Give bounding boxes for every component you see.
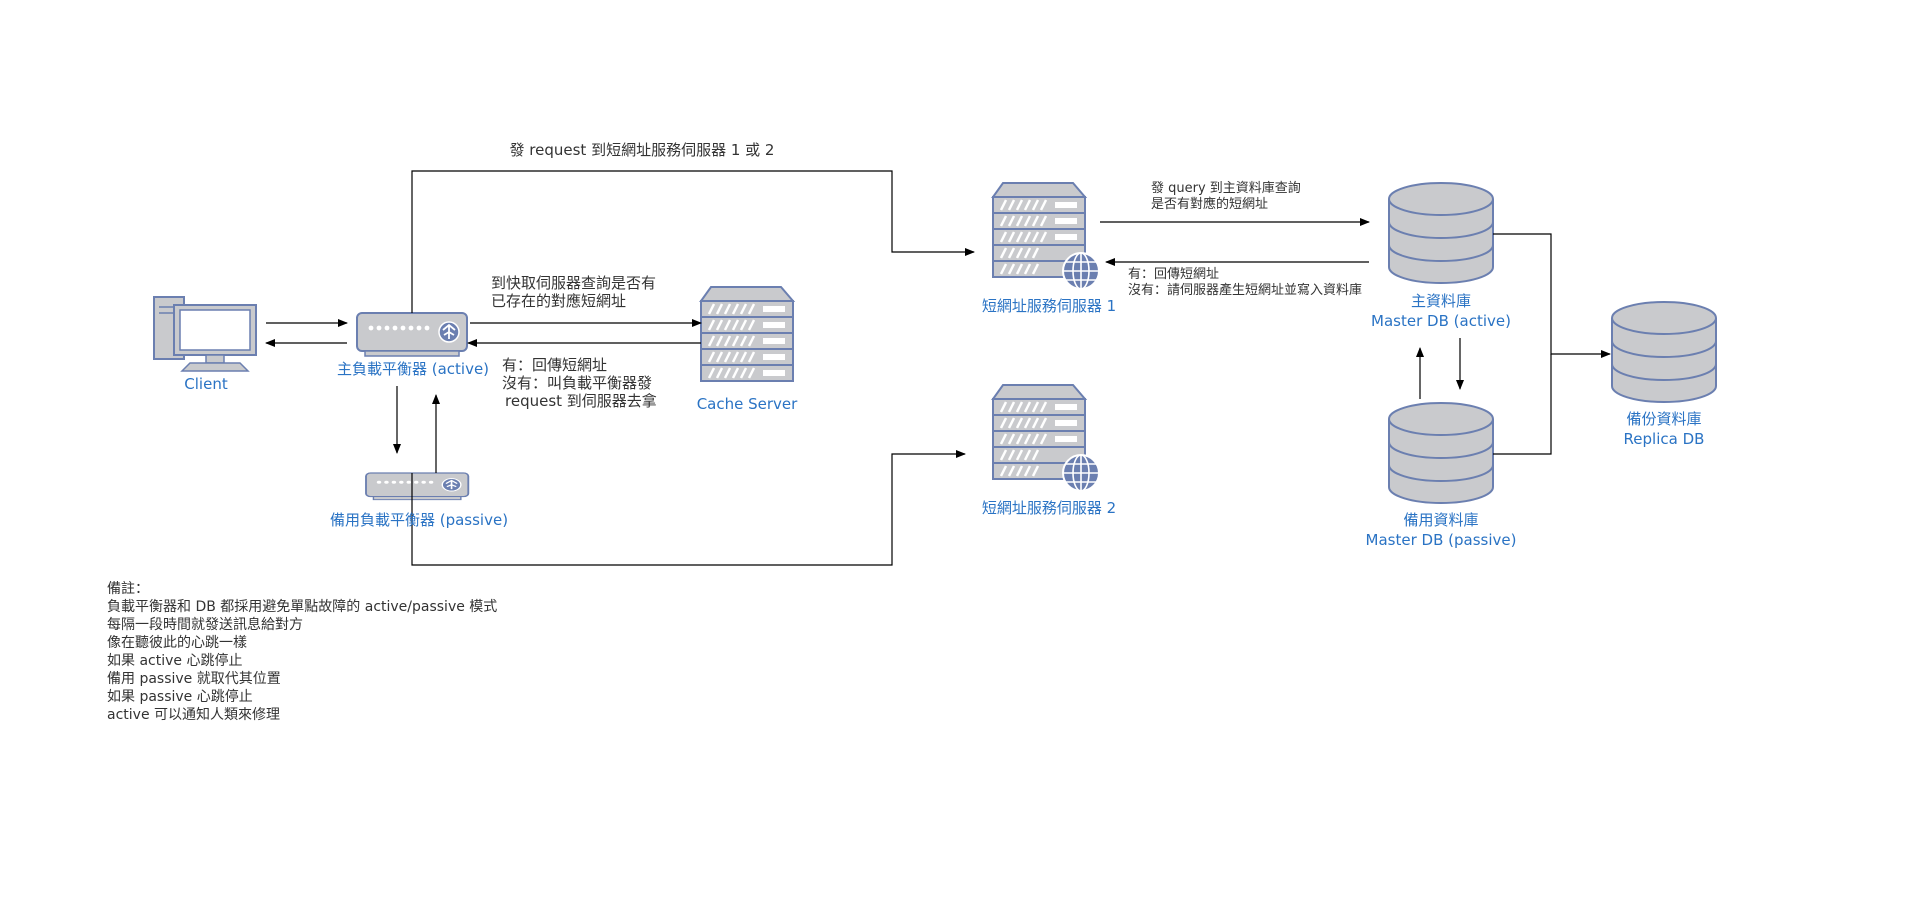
edge-request-server1 — [411, 170, 975, 313]
client-label: Client — [184, 375, 228, 393]
query-db-label-1: 發 query 到主資料庫查詢 — [1151, 181, 1301, 196]
database-icon — [1611, 301, 1717, 403]
main-db-label-en: Master DB (active) — [1371, 312, 1511, 330]
computer-icon — [153, 296, 257, 372]
cache-reply-label-2: 沒有：叫負載平衡器發 — [502, 374, 653, 392]
main-db-label-zh: 主資料庫 — [1410, 292, 1472, 310]
note-line: 像在聽彼此的心跳一樣 — [107, 635, 247, 651]
request-servers-label: 發 request 到短網址服務伺服器 1 或 2 — [509, 141, 775, 159]
backup-db-label-zh: 備用資料庫 — [1403, 511, 1479, 529]
database-icon — [1388, 402, 1494, 504]
main-load-balancer-label: 主負載平衡器 (active) — [336, 360, 490, 378]
web-server-icon — [991, 181, 1101, 291]
note-line: active 可以通知人類來修理 — [107, 707, 281, 723]
note-line: 如果 passive 心跳停止 — [107, 689, 253, 705]
server2-label: 短網址服務伺服器 2 — [981, 499, 1117, 517]
db-reply-label-1: 有：回傳短網址 — [1128, 267, 1220, 282]
note-line: 如果 active 心跳停止 — [107, 653, 243, 669]
database-icon — [1388, 182, 1494, 284]
web-server-icon — [991, 383, 1101, 493]
db-reply-label-2: 沒有：請伺服器產生短網址並寫入資料庫 — [1128, 283, 1363, 298]
cache-reply-label-1: 有：回傳短網址 — [502, 356, 608, 374]
query-cache-label-2: 已存在的對應短網址 — [491, 292, 627, 310]
note-line: 負載平衡器和 DB 都採用避免單點故障的 active/passive 模式 — [107, 599, 498, 615]
load-balancer-icon — [356, 312, 468, 357]
edge-main-db-to-replica — [1493, 233, 1611, 358]
note-line: 每隔一段時間就發送訊息給對方 — [107, 617, 303, 633]
cache-reply-label-3: request 到伺服器去拿 — [505, 392, 657, 410]
query-db-label-2: 是否有對應的短網址 — [1151, 197, 1269, 212]
note-line: 備用 passive 就取代其位置 — [107, 671, 281, 687]
load-balancer-icon — [365, 472, 470, 501]
replica-db-label-en: Replica DB — [1623, 430, 1705, 448]
edge-request-server2 — [411, 450, 966, 566]
rack-server-icon — [699, 285, 795, 383]
backup-db-label-en: Master DB (passive) — [1365, 531, 1517, 549]
backup-load-balancer-label: 備用負載平衡器 (passive) — [329, 511, 509, 529]
replica-db-label-zh: 備份資料庫 — [1626, 410, 1702, 428]
query-cache-label-1: 到快取伺服器查詢是否有 — [491, 274, 657, 292]
notes-block: 備註： 負載平衡器和 DB 都採用避免單點故障的 active/passive … — [107, 580, 497, 724]
server1-label: 短網址服務伺服器 1 — [981, 297, 1117, 315]
cache-server-label: Cache Server — [696, 395, 798, 413]
edge-backup-db-to-replica — [1493, 354, 1552, 455]
note-line: 備註： — [107, 581, 149, 597]
